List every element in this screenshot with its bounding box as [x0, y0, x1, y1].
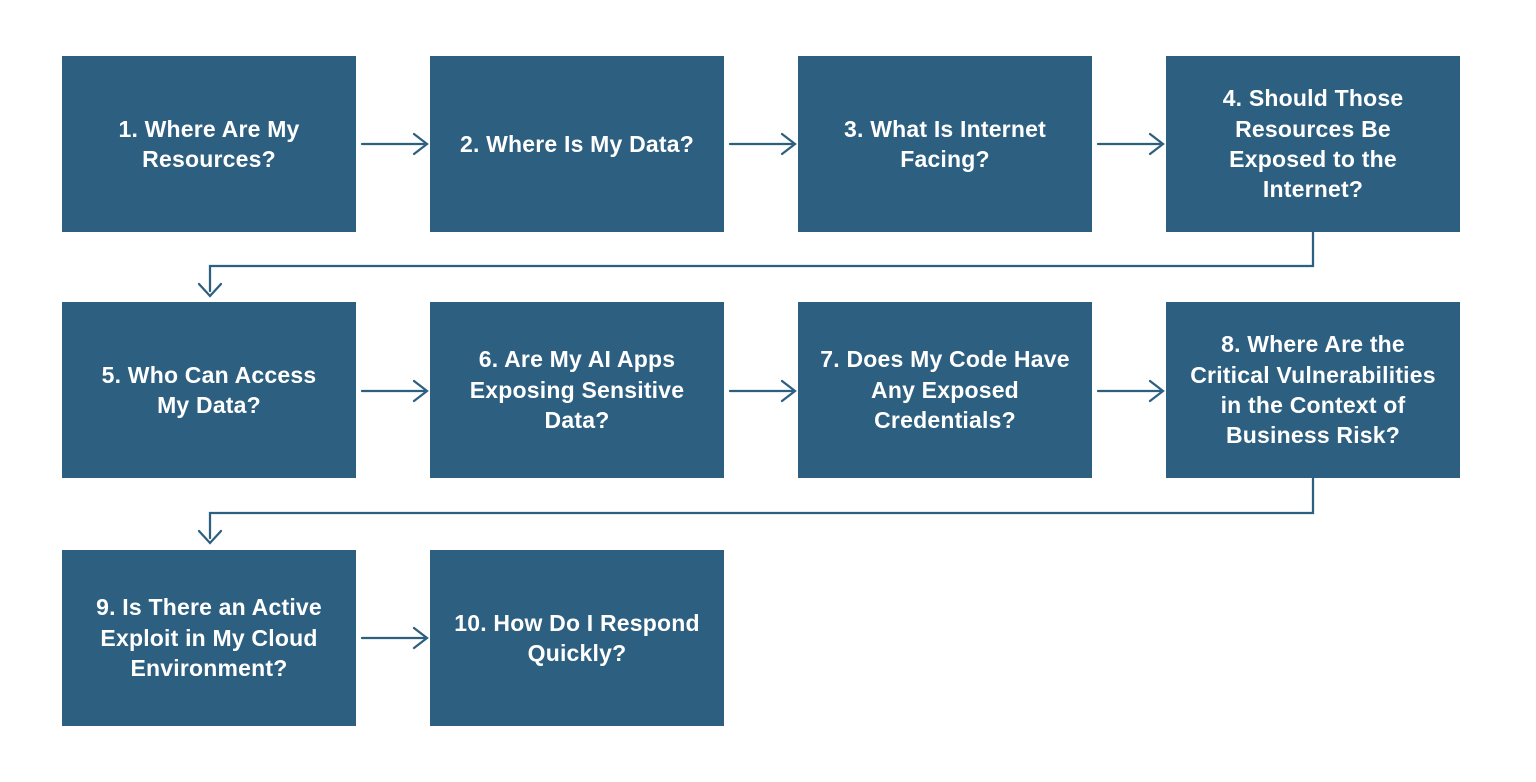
arrow-2-to-3: [728, 132, 797, 156]
arrow-6-to-7: [728, 379, 797, 403]
flow-box-8-critical-vulnerabilities-business-risk: 8. Where Are the Critical Vulnerabilitie…: [1166, 302, 1460, 478]
flow-box-10-how-do-i-respond-quickly: 10. How Do I Respond Quickly?: [430, 550, 724, 726]
flow-box-label: 3. What Is Internet Facing?: [844, 115, 1046, 172]
flow-box-label: 4. Should Those Resources Be Exposed to …: [1222, 85, 1404, 203]
arrow-9-to-10: [360, 626, 429, 650]
flow-box-label: 10. How Do I Respond Quickly?: [454, 609, 700, 666]
flow-box-4-should-those-resources-be-exposed: 4. Should Those Resources Be Exposed to …: [1166, 56, 1460, 232]
flow-box-1-where-are-my-resources: 1. Where Are My Resources?: [62, 56, 356, 232]
flow-box-6-ai-apps-exposing-sensitive-data: 6. Are My AI Apps Exposing Sensitive Dat…: [430, 302, 724, 478]
flow-box-label: 2. Where Is My Data?: [459, 130, 695, 157]
flow-box-7-code-exposed-credentials: 7. Does My Code Have Any Exposed Credent…: [798, 302, 1092, 478]
elbow-arrow-4-to-5: [197, 230, 1315, 298]
flow-box-5-who-can-access-my-data: 5. Who Can Access My Data?: [62, 302, 356, 478]
flow-box-9-active-exploit-cloud-environment: 9. Is There an Active Exploit in My Clou…: [62, 550, 356, 726]
arrow-5-to-6: [360, 379, 429, 403]
flow-box-2-where-is-my-data: 2. Where Is My Data?: [430, 56, 724, 232]
elbow-arrow-8-to-9: [197, 476, 1315, 545]
flow-box-label: 9. Is There an Active Exploit in My Clou…: [96, 594, 322, 682]
flow-box-label: 8. Where Are the Critical Vulnerabilitie…: [1190, 331, 1436, 449]
arrow-1-to-2: [360, 132, 429, 156]
flow-box-label: 6. Are My AI Apps Exposing Sensitive Dat…: [469, 346, 685, 434]
flow-box-label: 1. Where Are My Resources?: [118, 115, 300, 172]
arrow-3-to-4: [1096, 132, 1165, 156]
flow-box-label: 5. Who Can Access My Data?: [101, 361, 317, 418]
arrow-7-to-8: [1096, 379, 1165, 403]
flow-box-3-what-is-internet-facing: 3. What Is Internet Facing?: [798, 56, 1092, 232]
flow-box-label: 7. Does My Code Have Any Exposed Credent…: [820, 346, 1070, 434]
